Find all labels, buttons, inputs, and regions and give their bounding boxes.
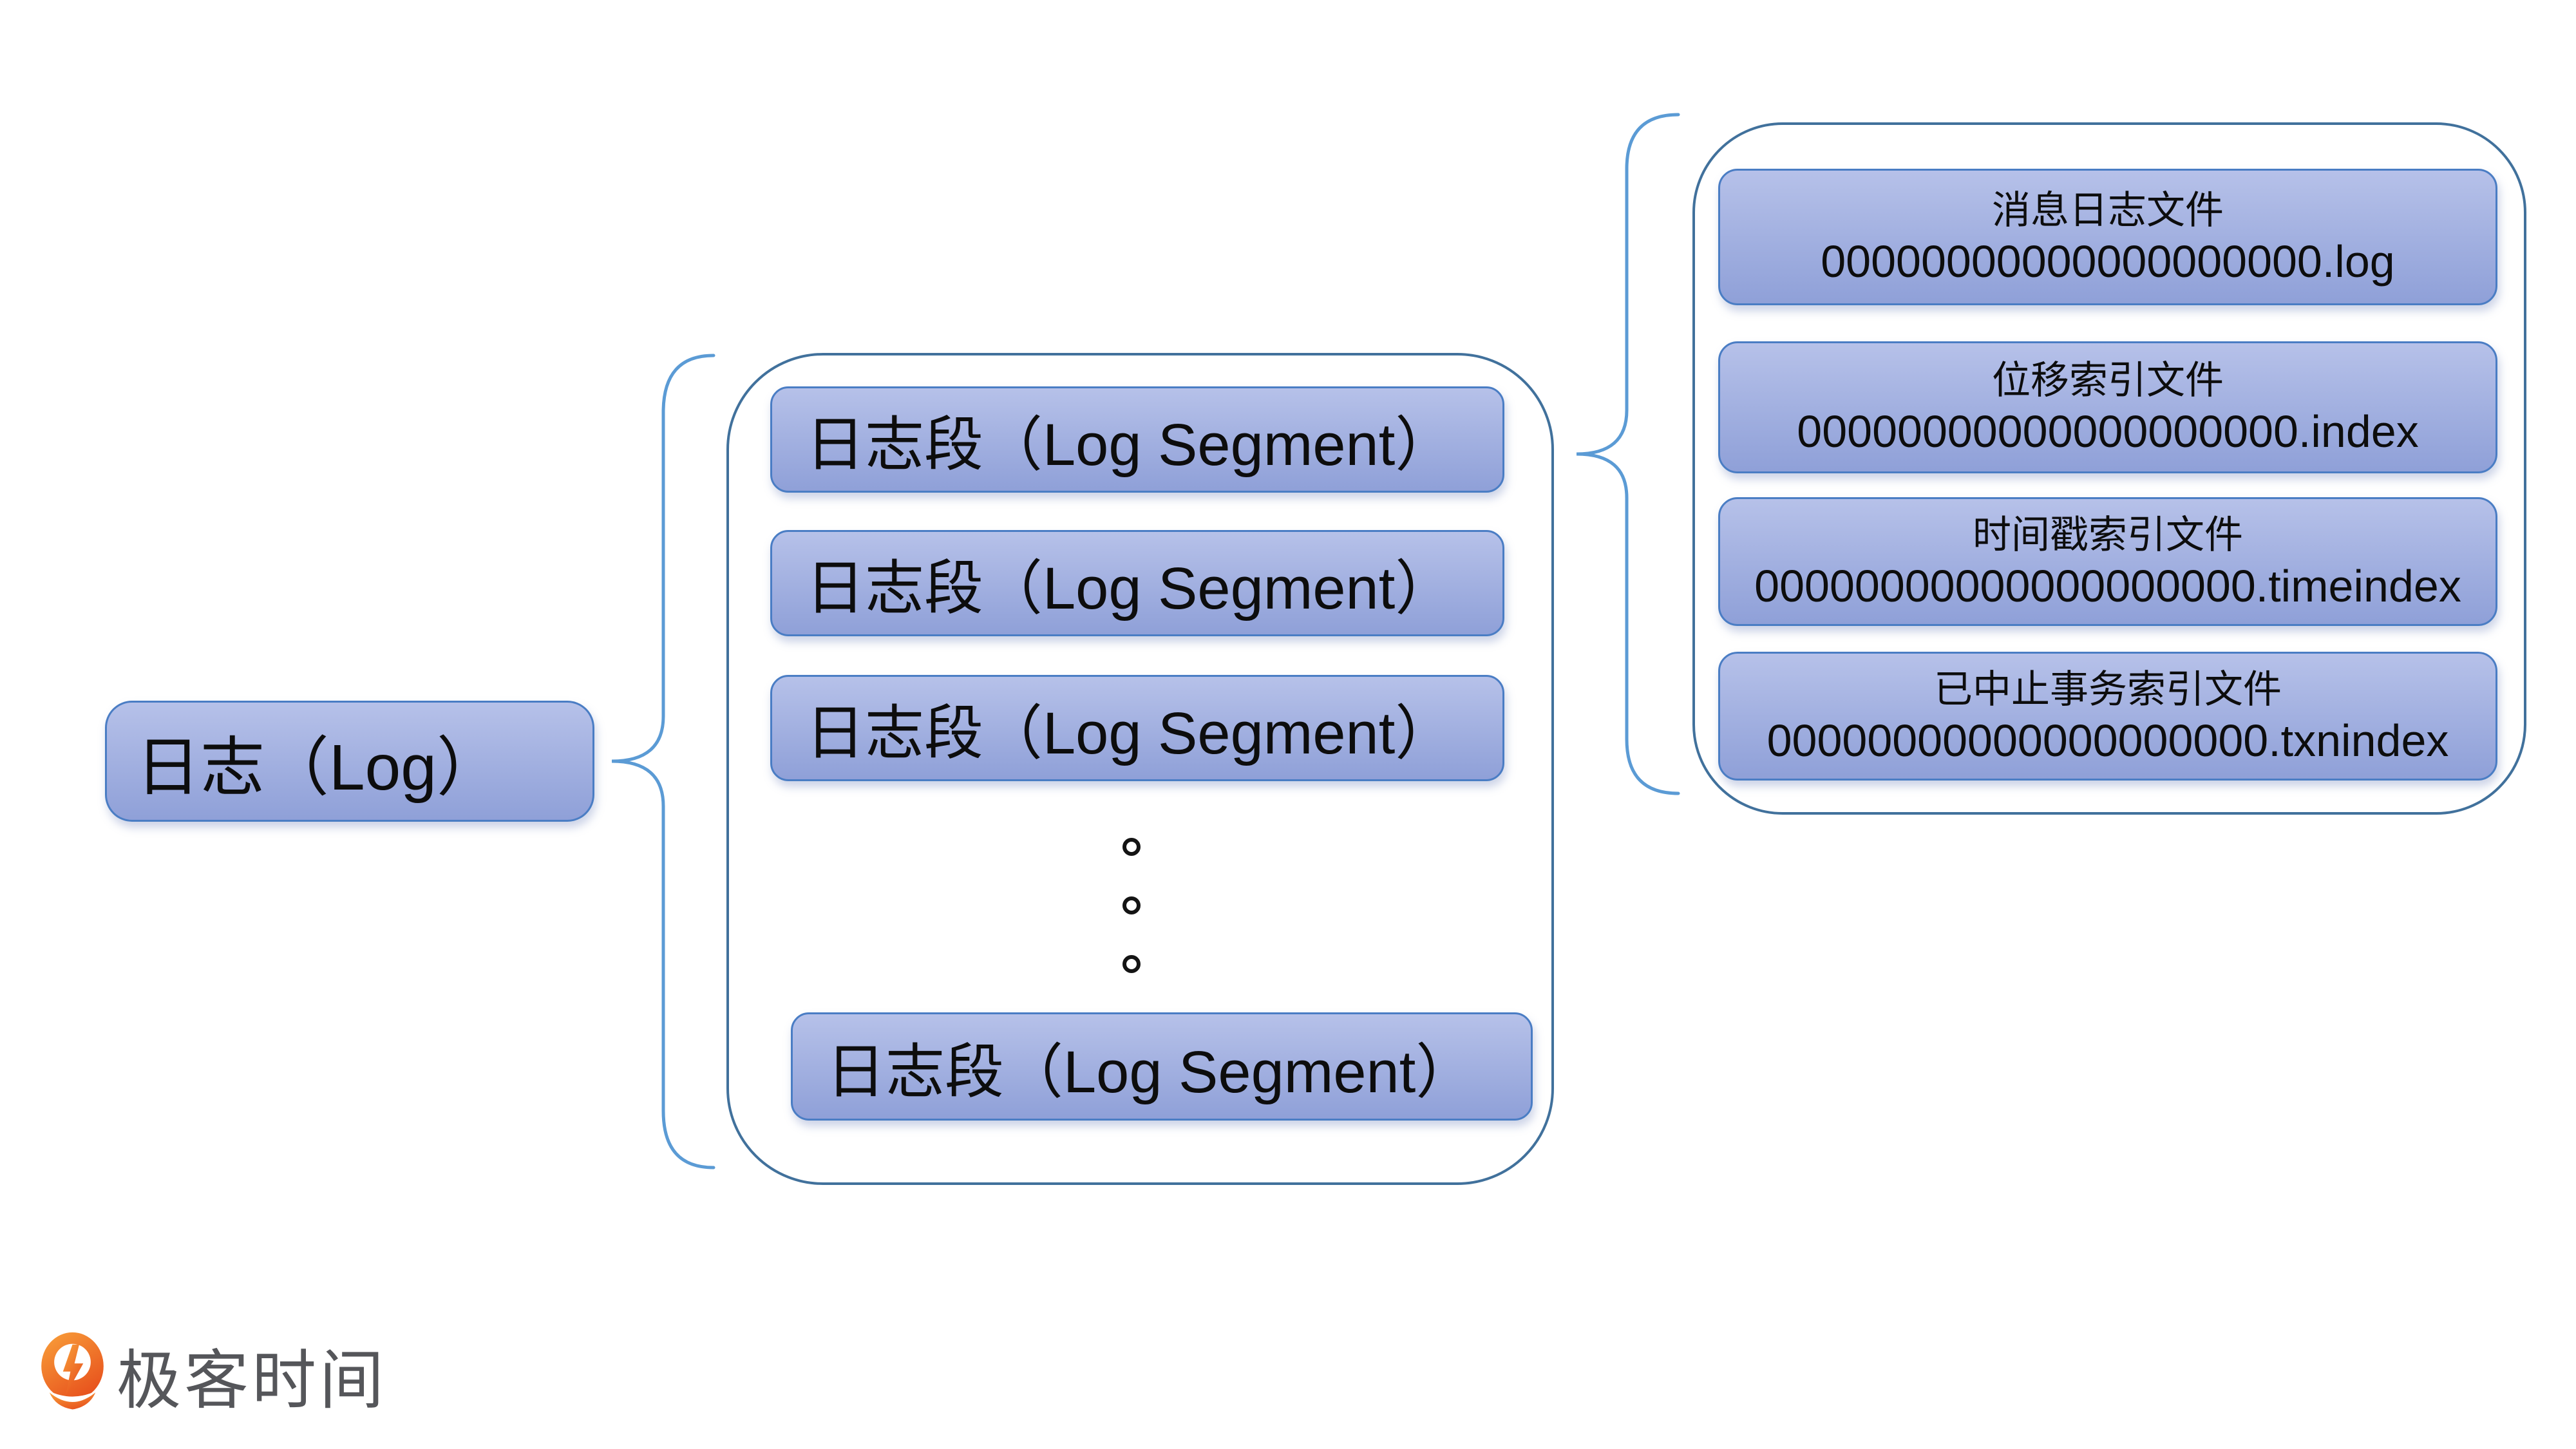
log-segment-node-2: 日志段（Log Segment） bbox=[770, 530, 1504, 636]
aborted-txn-index-file-title: 已中止事务索引文件 bbox=[1934, 667, 2282, 711]
message-log-file-name: 00000000000000000000.log bbox=[1821, 236, 2395, 287]
ellipsis-dot bbox=[1122, 896, 1141, 914]
brace-segment-to-files bbox=[1576, 113, 1680, 795]
brace-log-to-segments bbox=[611, 354, 715, 1170]
geektime-logo: 极客时间 bbox=[39, 1328, 387, 1421]
log-segment-node-3: 日志段（Log Segment） bbox=[770, 675, 1504, 781]
geektime-logo-icon bbox=[39, 1332, 106, 1419]
ellipsis-dot bbox=[1122, 838, 1141, 856]
ellipsis-dot bbox=[1122, 955, 1141, 973]
offset-index-file-name: 00000000000000000000.index bbox=[1797, 406, 2419, 457]
message-log-file-node: 消息日志文件 00000000000000000000.log bbox=[1718, 169, 2497, 305]
aborted-txn-index-file-node: 已中止事务索引文件 00000000000000000000.txnindex bbox=[1718, 652, 2497, 781]
timestamp-index-file-name: 00000000000000000000.timeindex bbox=[1754, 560, 2461, 611]
aborted-txn-index-file-name: 00000000000000000000.txnindex bbox=[1766, 715, 2449, 766]
log-segment-node-4: 日志段（Log Segment） bbox=[791, 1012, 1533, 1121]
log-root-node: 日志（Log） bbox=[105, 701, 594, 822]
offset-index-file-title: 位移索引文件 bbox=[1992, 359, 2224, 402]
log-segment-label-2: 日志段（Log Segment） bbox=[806, 556, 1455, 621]
timestamp-index-file-title: 时间戳索引文件 bbox=[1973, 513, 2243, 556]
log-segment-label-4: 日志段（Log Segment） bbox=[826, 1039, 1475, 1105]
log-segment-label-1: 日志段（Log Segment） bbox=[806, 412, 1455, 478]
log-segment-label-3: 日志段（Log Segment） bbox=[806, 701, 1455, 766]
timestamp-index-file-node: 时间戳索引文件 00000000000000000000.timeindex bbox=[1718, 497, 2497, 626]
message-log-file-title: 消息日志文件 bbox=[1992, 188, 2224, 232]
log-segment-node-1: 日志段（Log Segment） bbox=[770, 386, 1504, 493]
log-root-label: 日志（Log） bbox=[136, 731, 501, 804]
geektime-logo-text: 极客时间 bbox=[117, 1345, 387, 1417]
offset-index-file-node: 位移索引文件 00000000000000000000.index bbox=[1718, 341, 2497, 473]
